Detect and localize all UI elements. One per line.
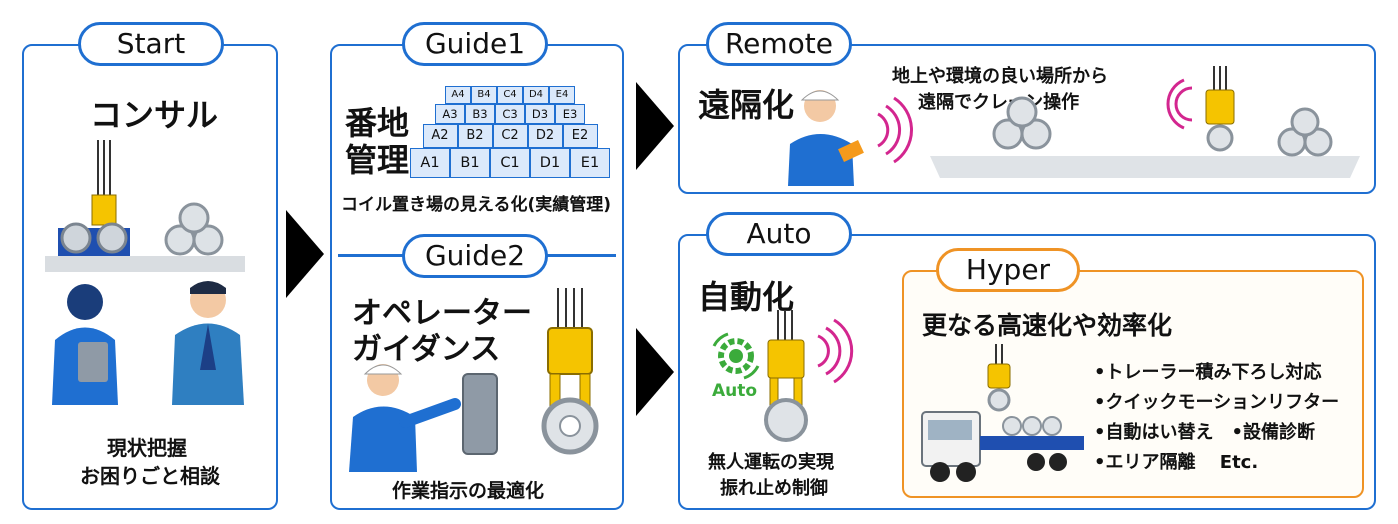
- guide1-label: Guide1: [402, 22, 548, 66]
- grid-cell: A4: [445, 86, 471, 104]
- grid-cell: B1: [450, 148, 490, 178]
- grid-cell: B4: [471, 86, 497, 104]
- grid-cell: C2: [492, 124, 528, 148]
- start-caption-line2: お困りごと相談: [80, 464, 220, 488]
- remote-desc-line1: 地上や環境の良い場所から: [892, 66, 1108, 87]
- start-label: Start: [78, 22, 224, 66]
- grid-cell: E3: [555, 104, 585, 124]
- auto-caption-line1: 無人運転の実現: [708, 452, 834, 473]
- hyper-bullet-list: •トレーラー積み下ろし対応 •クイックモーションリフター •自動はい替え •設備…: [1094, 358, 1339, 478]
- hyper-label: Hyper: [936, 248, 1080, 292]
- guide2-caption: 作業指示の最適化: [392, 480, 545, 502]
- grid-cell: E2: [562, 124, 598, 148]
- grid-cell: D4: [523, 86, 549, 104]
- grid-cell: A2: [422, 124, 458, 148]
- arrow-guide-to-remote: [636, 82, 674, 170]
- consulting-people-illustration: [52, 281, 244, 405]
- guide1-title-line2: 管理: [345, 141, 410, 179]
- trailer-truck-illustration: [921, 344, 1084, 482]
- hyper-title: 更なる高速化や効率化: [922, 311, 1173, 340]
- guide1-title-line1: 番地: [345, 104, 410, 142]
- grid-cell: A1: [410, 148, 450, 178]
- grid-cell: C4: [497, 86, 523, 104]
- crane-coil-illustration: [45, 140, 245, 272]
- remote-operator-illustration: [788, 90, 913, 186]
- grid-cell: D2: [527, 124, 563, 148]
- grid-cell: B3: [465, 104, 495, 124]
- remote-title: 遠隔化: [698, 86, 795, 124]
- guide2-title-line2: ガイダンス: [352, 332, 501, 367]
- start-panel: [22, 44, 278, 510]
- start-title: コンサル: [90, 96, 219, 134]
- grid-cell: C1: [490, 148, 530, 178]
- auto-caption-line2: 振れ止め制御: [720, 478, 828, 499]
- arrow-guide-to-auto: [636, 328, 674, 416]
- hyper-bullet: •クイックモーションリフター: [1094, 392, 1340, 413]
- grid-cell: D3: [525, 104, 555, 124]
- grid-cell: A3: [435, 104, 465, 124]
- grid-cell: C3: [495, 104, 525, 124]
- hyper-bullet: •エリア隔離 Etc.: [1094, 452, 1259, 473]
- hyper-bullet: •自動はい替え •設備診断: [1094, 422, 1316, 443]
- crane-hook-illustration: [541, 288, 599, 455]
- guide2-title-line1: オペレーター: [352, 296, 532, 331]
- grid-cell: E1: [570, 148, 610, 178]
- auto-icon-label: Auto: [712, 381, 758, 401]
- grid-cell: D1: [530, 148, 570, 178]
- remote-yard-illustration: [930, 66, 1360, 178]
- start-caption-line1: 現状把握: [107, 436, 187, 460]
- arrow-start-to-guide: [286, 210, 324, 298]
- auto-crane-hook-illustration: [764, 310, 854, 442]
- auto-label: Auto: [706, 212, 852, 256]
- guide2-label: Guide2: [402, 234, 548, 278]
- grid-cell: E4: [549, 86, 575, 104]
- guide1-caption: コイル置き場の見える化(実績管理): [341, 195, 612, 215]
- auto-gear-icon: [712, 332, 760, 380]
- grid-cell: B2: [457, 124, 493, 148]
- operator-tablet-illustration: [349, 364, 498, 472]
- remote-label: Remote: [706, 22, 852, 66]
- remote-desc-line2: 遠隔でクレーン操作: [918, 92, 1080, 113]
- auto-title: 自動化: [698, 278, 795, 316]
- hyper-bullet: •トレーラー積み下ろし対応: [1094, 362, 1322, 383]
